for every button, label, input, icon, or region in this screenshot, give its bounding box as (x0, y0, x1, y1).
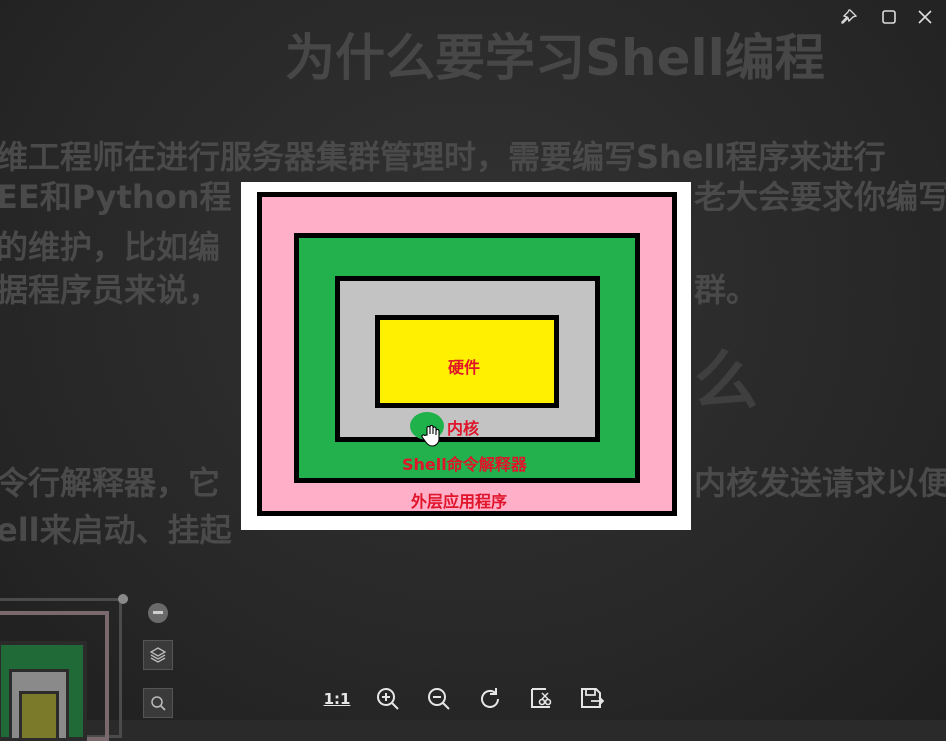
minus-icon[interactable] (148, 603, 168, 623)
zoom-in-icon[interactable] (372, 683, 404, 715)
slide-text-line: EE和Python程 (0, 178, 232, 216)
maximize-icon[interactable] (878, 6, 900, 28)
thumbnail-handle[interactable] (118, 594, 128, 604)
pin-icon[interactable] (838, 6, 860, 28)
hardware-label: 硬件 (448, 358, 481, 377)
crop-icon[interactable] (525, 683, 557, 715)
actual-size-label: 1:1 (323, 690, 351, 708)
hand-cursor-icon (421, 425, 440, 447)
slide-text-line: ell来启动、挂起 (0, 511, 232, 549)
slide-text-line: 内核发送请求以便 (694, 464, 946, 502)
zoom-out-icon[interactable] (423, 683, 455, 715)
close-icon[interactable] (914, 6, 936, 28)
save-icon[interactable] (576, 683, 608, 715)
slide-text-line: 维工程师在进行服务器集群管理时，需要编写Shell程序来进行 (0, 138, 886, 176)
layers-icon[interactable] (143, 640, 173, 670)
navigator-thumbnail[interactable] (0, 598, 122, 741)
image-viewer[interactable]: 硬件 内核 Shell命令解释器 外层应用程序 (241, 182, 691, 530)
slide-text-line: 的维护，比如编 (0, 228, 221, 266)
shell-label: Shell命令解释器 (402, 455, 527, 474)
slide-heading-fragment: 么 (694, 345, 758, 419)
slide-text-line: 群。 (694, 271, 759, 309)
kernel-label: 内核 (447, 419, 480, 438)
slide-text-line: 老大会要求你编写 (694, 178, 946, 216)
outer-application-label: 外层应用程序 (411, 492, 508, 511)
slide-title: 为什么要学习Shell编程 (285, 29, 825, 87)
hardware-layer (375, 315, 559, 408)
slide-text-line: 令行解释器，它 (0, 464, 221, 502)
magnifier-icon[interactable] (143, 688, 173, 718)
actual-size-button[interactable]: 1:1 (321, 683, 353, 715)
rotate-icon[interactable] (474, 683, 506, 715)
slide-text-line: 据程序员来说， (0, 271, 221, 309)
